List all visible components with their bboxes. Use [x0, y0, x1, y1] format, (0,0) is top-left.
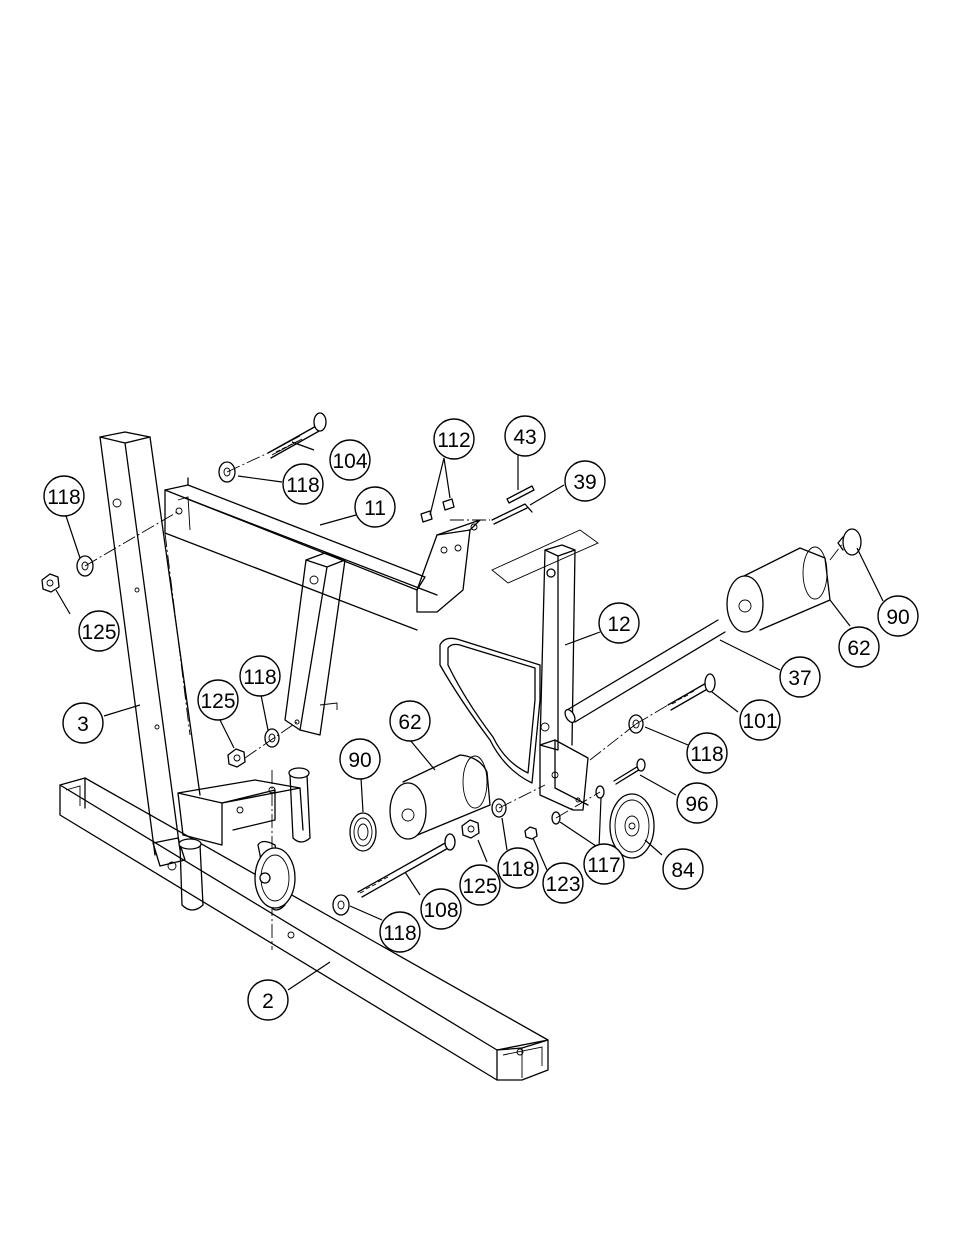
svg-text:118: 118: [690, 743, 723, 766]
part-90-end-cap-lower: [349, 812, 377, 852]
part-2-base-tube: [59, 777, 549, 1081]
part-62-roller-pad-upper: [726, 546, 831, 633]
part-90-end-cap-upper: [837, 528, 862, 556]
svg-text:62: 62: [398, 711, 421, 734]
svg-text:117: 117: [587, 854, 620, 877]
part-101-bolt: [667, 673, 716, 711]
part-3-upright-frame: [99, 431, 311, 950]
svg-text:104: 104: [332, 450, 367, 473]
svg-text:39: 39: [573, 471, 596, 494]
callout-bubbles: 104 118 118 11 112 43 39 125 118 125 3 1…: [43, 415, 919, 1021]
callout-12: 12: [598, 602, 640, 644]
callout-96: 96: [676, 782, 718, 824]
part-84-pulley-base: [254, 847, 296, 909]
svg-text:43: 43: [513, 426, 536, 449]
svg-text:118: 118: [47, 486, 80, 509]
svg-text:11: 11: [364, 497, 386, 520]
part-84-pulley-right: [609, 793, 655, 859]
svg-text:118: 118: [501, 858, 534, 881]
callout-39: 39: [564, 460, 606, 502]
svg-text:118: 118: [243, 666, 276, 689]
part-118-washer-bottom: [332, 894, 350, 916]
callout-125: 125: [459, 864, 501, 906]
svg-text:118: 118: [383, 922, 416, 945]
svg-text:37: 37: [788, 667, 811, 690]
callout-112: 112: [433, 418, 475, 460]
callout-62: 62: [389, 700, 431, 742]
part-112-set-screws: [420, 498, 455, 523]
part-125-nut-center: [461, 819, 480, 839]
callout-108: 108: [420, 888, 462, 930]
callout-11: 11: [354, 486, 396, 528]
callout-101: 101: [739, 699, 781, 741]
svg-text:125: 125: [81, 621, 116, 644]
callout-3: 3: [62, 702, 104, 744]
callout-125: 125: [78, 610, 120, 652]
svg-text:112: 112: [437, 429, 470, 452]
callout-123: 123: [542, 862, 584, 904]
svg-text:90: 90: [348, 749, 371, 772]
callout-118: 118: [686, 732, 728, 774]
part-108-bolt: [357, 833, 456, 898]
svg-text:12: 12: [607, 613, 630, 636]
callout-37: 37: [779, 656, 821, 698]
svg-text:96: 96: [685, 793, 708, 816]
svg-text:125: 125: [462, 875, 497, 898]
callout-43: 43: [504, 415, 546, 457]
svg-text:118: 118: [286, 474, 319, 497]
callout-2: 2: [247, 979, 289, 1021]
part-118-washer-mid: [264, 728, 280, 748]
svg-text:84: 84: [671, 859, 695, 882]
callout-125: 125: [197, 679, 239, 721]
part-12-right-upright: [539, 544, 589, 811]
svg-text:90: 90: [886, 606, 909, 629]
callout-90: 90: [877, 595, 919, 637]
part-39-plate: [491, 529, 599, 584]
svg-text:125: 125: [200, 690, 235, 713]
part-cam-plate: [439, 637, 541, 784]
svg-text:123: 123: [545, 873, 580, 896]
svg-text:108: 108: [423, 899, 458, 922]
callout-leaders: [55, 441, 884, 991]
callout-118: 118: [497, 847, 539, 889]
part-37-axle-rod: [564, 619, 726, 724]
part-39-pin: [491, 503, 533, 525]
assembly-center-lines: [84, 452, 844, 819]
callout-104: 104: [329, 439, 371, 481]
callout-90: 90: [339, 738, 381, 780]
callout-118: 118: [43, 475, 85, 517]
part-125-nut-mid: [227, 748, 246, 768]
part-43-pin: [506, 485, 535, 504]
callout-118: 118: [282, 463, 324, 505]
part-125-nut-left: [41, 573, 60, 593]
part-62-roller-pad-lower: [389, 754, 491, 840]
callout-118: 118: [239, 655, 281, 697]
svg-text:101: 101: [742, 710, 777, 733]
part-96-bolt: [613, 758, 646, 785]
callout-62: 62: [838, 626, 880, 668]
callout-84: 84: [662, 848, 704, 890]
callout-117: 117: [583, 843, 625, 885]
part-104-bolt: [267, 412, 327, 459]
svg-text:2: 2: [262, 990, 274, 1013]
part-123-nut: [524, 826, 538, 840]
svg-text:62: 62: [847, 637, 870, 660]
svg-text:3: 3: [77, 713, 89, 736]
callout-118: 118: [379, 911, 421, 953]
